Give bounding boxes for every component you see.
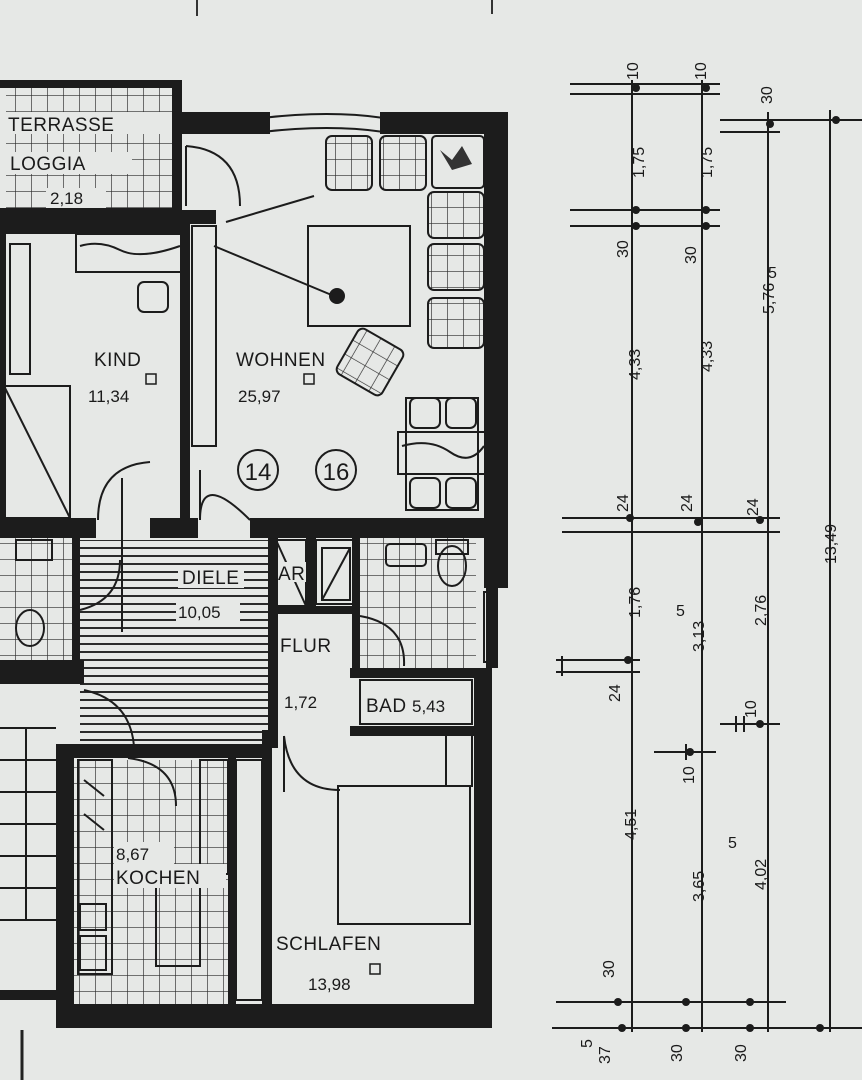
dim-b-10: 10	[693, 62, 710, 80]
kind-area: 11,34	[88, 387, 129, 406]
neighbour-bath-tiles	[0, 534, 76, 660]
dim-a-433: 4,33	[627, 349, 644, 380]
terrasse-area: 2,18	[50, 189, 83, 208]
dim-a-37: 37	[597, 1046, 614, 1064]
dim-c-24: 24	[745, 498, 762, 516]
dimension-lines	[552, 80, 862, 1032]
furniture	[0, 135, 487, 1001]
dim-a-30b: 30	[601, 960, 618, 978]
dim-b-175: 1,75	[699, 147, 716, 178]
dim-c-10: 10	[743, 700, 760, 718]
bad-name: BAD	[366, 696, 407, 717]
dim-overall: 13,49	[823, 524, 840, 564]
dim-a-24b: 24	[607, 684, 624, 702]
dim-c-276: 2,76	[753, 595, 770, 626]
wohnen-area: 25,97	[238, 387, 281, 406]
dim-a-30: 30	[615, 240, 632, 258]
dim-b-365: 3,65	[691, 871, 708, 902]
dim-a-175: 1,75	[631, 147, 648, 178]
kind-name: KIND	[94, 350, 141, 371]
dim-b-5: 5	[676, 603, 685, 620]
dim-a-451: 4,51	[623, 809, 640, 840]
flur-name: FLUR	[280, 636, 332, 657]
walls	[0, 80, 508, 1028]
dim-a-5: 5	[579, 1039, 596, 1048]
dimension-texts: 10 1,75 30 4,33 24 1,76 24 4,51 30 5 37 …	[579, 62, 840, 1064]
dim-b-313: 3,13	[691, 621, 708, 652]
schlafen-area: 13,98	[308, 975, 351, 994]
room-labels: TERRASSE LOGGIA 2,18 KIND 11,34 WOHNEN 2…	[6, 112, 445, 994]
unit-number-14: 14	[245, 459, 272, 486]
schlafen-name: SCHLAFEN	[276, 934, 381, 955]
dim-b-24: 24	[679, 494, 696, 512]
dim-a-24: 24	[615, 494, 632, 512]
ar-name: AR	[278, 564, 305, 585]
unit-numbers: 14 16	[237, 449, 357, 491]
dim-c-30: 30	[759, 86, 776, 104]
kochen-name: KOCHEN	[116, 868, 200, 889]
dim-c-576: 5,76	[761, 283, 778, 314]
dim-c-402: 4,02	[753, 859, 770, 890]
dim-c-5b: 5	[728, 835, 737, 852]
kochen-area: 8,67	[116, 845, 149, 864]
dim-b-433: 4,33	[699, 341, 716, 372]
wohnen-name: WOHNEN	[236, 350, 326, 371]
terrasse-name: TERRASSE	[8, 115, 114, 136]
diele-area: 10,05	[178, 603, 221, 622]
dim-b-30: 30	[683, 246, 700, 264]
door-swings	[79, 145, 406, 807]
dim-c-5: 5	[768, 265, 777, 282]
flur-area: 1,72	[284, 693, 317, 712]
unit-number-16: 16	[323, 459, 350, 486]
dim-b-30b: 30	[669, 1044, 686, 1062]
dim-b-10b: 10	[681, 766, 698, 784]
loggia-name: LOGGIA	[10, 154, 86, 175]
diele-name: DIELE	[182, 568, 239, 589]
bad-tiles	[358, 534, 476, 668]
dim-c-30b: 30	[733, 1044, 750, 1062]
dim-a-176: 1,76	[627, 587, 644, 618]
bad-area: 5,43	[412, 697, 445, 716]
dim-a-10: 10	[625, 62, 642, 80]
